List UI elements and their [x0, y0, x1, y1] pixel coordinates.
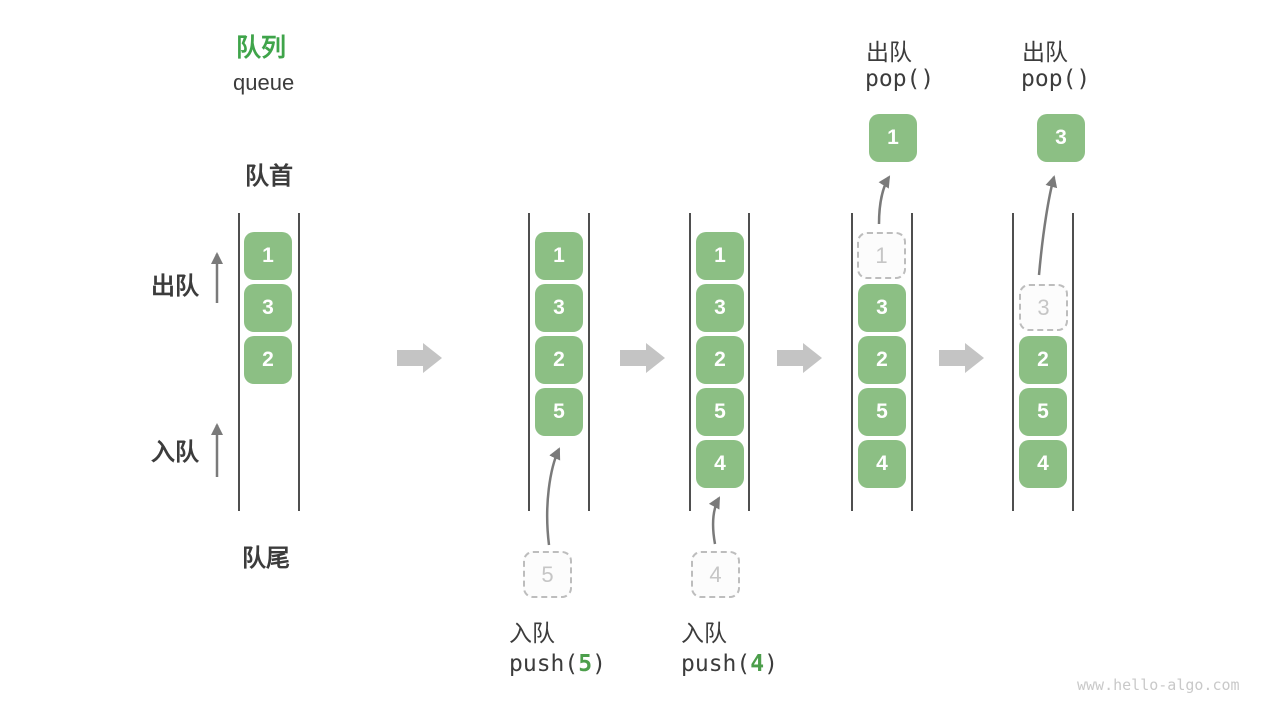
op-code-arg: 4	[750, 651, 765, 677]
watermark: www.hello-algo.com	[1077, 676, 1240, 694]
queue-wall	[689, 213, 691, 511]
op-code-suffix: )	[764, 651, 778, 677]
flow-arrow-icon	[777, 343, 822, 373]
pop-arrow-icon	[1037, 175, 1058, 276]
label-enqueue: 入队	[151, 439, 199, 466]
label-queue-rear: 队尾	[242, 545, 290, 572]
queue-wall	[238, 213, 240, 511]
label-dequeue: 出队	[151, 273, 199, 300]
queue-item: 2	[696, 336, 744, 384]
op-label-enqueue: 入队	[509, 620, 555, 646]
queue-item: 5	[858, 388, 906, 436]
popped-item: 1	[869, 114, 917, 162]
op-code-suffix: )	[592, 651, 606, 677]
queue-item: 1	[535, 232, 583, 280]
removed-item: 1	[857, 232, 906, 279]
page-subtitle: queue	[233, 70, 295, 95]
queue-item: 4	[858, 440, 906, 488]
queue-item: 3	[535, 284, 583, 332]
op-label-dequeue: 出队	[1022, 39, 1068, 65]
op-label-enqueue: 入队	[681, 620, 727, 646]
queue-wall	[528, 213, 530, 511]
queue-item: 4	[1019, 440, 1067, 488]
popped-item: 3	[1037, 114, 1085, 162]
queue-item: 5	[1019, 388, 1067, 436]
push-arrow-icon	[546, 447, 561, 546]
queue-item: 2	[858, 336, 906, 384]
queue-item: 3	[696, 284, 744, 332]
queue-item: 1	[244, 232, 292, 280]
op-code-push: push(4)	[681, 651, 778, 677]
op-label-dequeue: 出队	[866, 39, 912, 65]
queue-item: 2	[1019, 336, 1067, 384]
incoming-item: 5	[523, 551, 572, 598]
queue-wall	[298, 213, 300, 511]
op-code-pop: pop()	[1021, 66, 1091, 92]
queue-wall	[851, 213, 853, 511]
queue-item: 3	[858, 284, 906, 332]
flow-arrow-icon	[620, 343, 665, 373]
op-code-prefix: push(	[509, 651, 579, 677]
op-code-push: push(5)	[509, 651, 606, 677]
queue-wall	[1072, 213, 1074, 511]
queue-wall	[588, 213, 590, 511]
flow-arrow-icon	[939, 343, 984, 373]
op-code-pop: pop()	[865, 66, 935, 92]
queue-item: 3	[244, 284, 292, 332]
op-code-prefix: push(	[681, 651, 751, 677]
flow-arrow-icon	[397, 343, 442, 373]
page-title: 队列	[236, 34, 287, 62]
removed-item: 3	[1019, 284, 1068, 331]
label-queue-front: 队首	[245, 163, 293, 190]
queue-item: 2	[244, 336, 292, 384]
push-arrow-icon	[708, 496, 721, 545]
queue-wall	[911, 213, 913, 511]
pop-arrow-icon	[877, 175, 891, 225]
op-code-arg: 5	[578, 651, 593, 677]
queue-wall	[748, 213, 750, 511]
queue-item: 1	[696, 232, 744, 280]
queue-item: 5	[696, 388, 744, 436]
queue-item: 4	[696, 440, 744, 488]
incoming-item: 4	[691, 551, 740, 598]
queue-item: 2	[535, 336, 583, 384]
queue-wall	[1012, 213, 1014, 511]
queue-item: 5	[535, 388, 583, 436]
